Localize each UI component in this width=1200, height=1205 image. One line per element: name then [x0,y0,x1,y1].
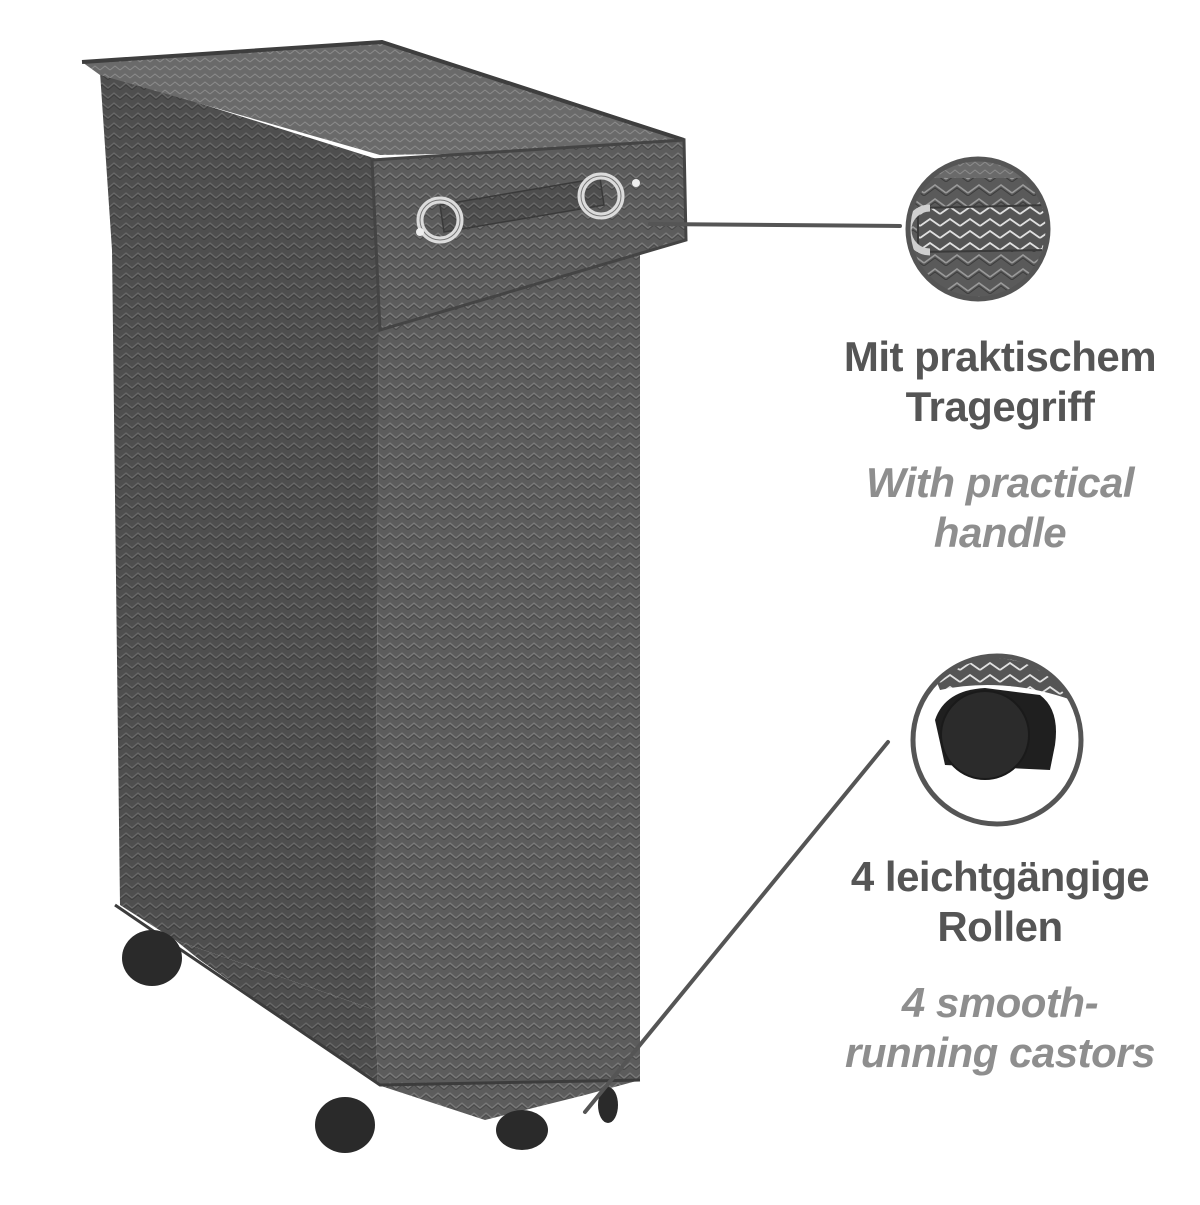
callout-castors: 4 leichtgängige Rollen 4 smooth- running… [820,852,1180,1078]
basket-front-panel [375,140,680,1120]
castor-detail-icon [910,653,1084,827]
laundry-basket [81,39,688,1153]
handle-detail-icon [905,156,1051,302]
callout-handle-en-line-1: With practical [865,459,1135,506]
callout-handle-title-de: Mit praktischem Tragegriff [820,332,1180,432]
callout-castors-title-de: 4 leichtgängige Rollen [820,852,1180,952]
callout-handle-title-en: With practical handle [820,458,1180,558]
grommet-left-icon [416,196,464,244]
callout-castors-en-line-2: running castors [845,1029,1155,1076]
callout-handle: Mit praktischem Tragegriff With practica… [820,332,1180,558]
callout-handle-de-line-2: Tragegriff [905,383,1095,430]
basket-side-panel [100,72,380,1010]
connector-line-castors [583,740,890,1114]
handle-strap [439,177,605,233]
callout-castors-en-line-1: 4 smooth- [901,979,1099,1026]
basket-lid-top [82,42,680,155]
castor-icon [122,930,618,1153]
connector-line-handle [648,222,902,228]
callout-handle-en-line-2: handle [933,509,1067,556]
callout-castors-de-line-1: 4 leichtgängige [850,853,1150,900]
callout-castors-title-en: 4 smooth- running castors [820,978,1180,1078]
basket-lid-flap [372,140,686,330]
callout-handle-de-line-1: Mit praktischem [843,333,1157,380]
callout-castors-de-line-2: Rollen [937,903,1063,950]
grommet-right-icon [577,172,625,220]
